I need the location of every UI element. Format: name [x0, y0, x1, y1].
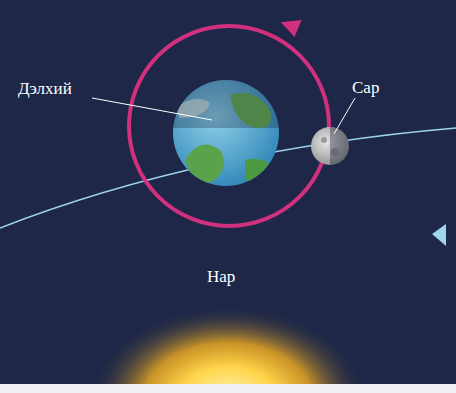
moon	[311, 127, 349, 165]
leader-line	[92, 98, 212, 120]
sun-label: Нар	[207, 268, 235, 287]
earth	[160, 70, 300, 186]
moon-orbit-arrow	[279, 16, 302, 37]
orbit-direction-arrow	[432, 224, 446, 246]
moon-label: Сар	[352, 79, 379, 98]
earth-label: Дэлхий	[18, 80, 72, 99]
leader-line	[334, 98, 355, 134]
bottom-strip	[0, 384, 456, 393]
sun	[88, 305, 368, 393]
moon-orbit	[129, 26, 329, 226]
